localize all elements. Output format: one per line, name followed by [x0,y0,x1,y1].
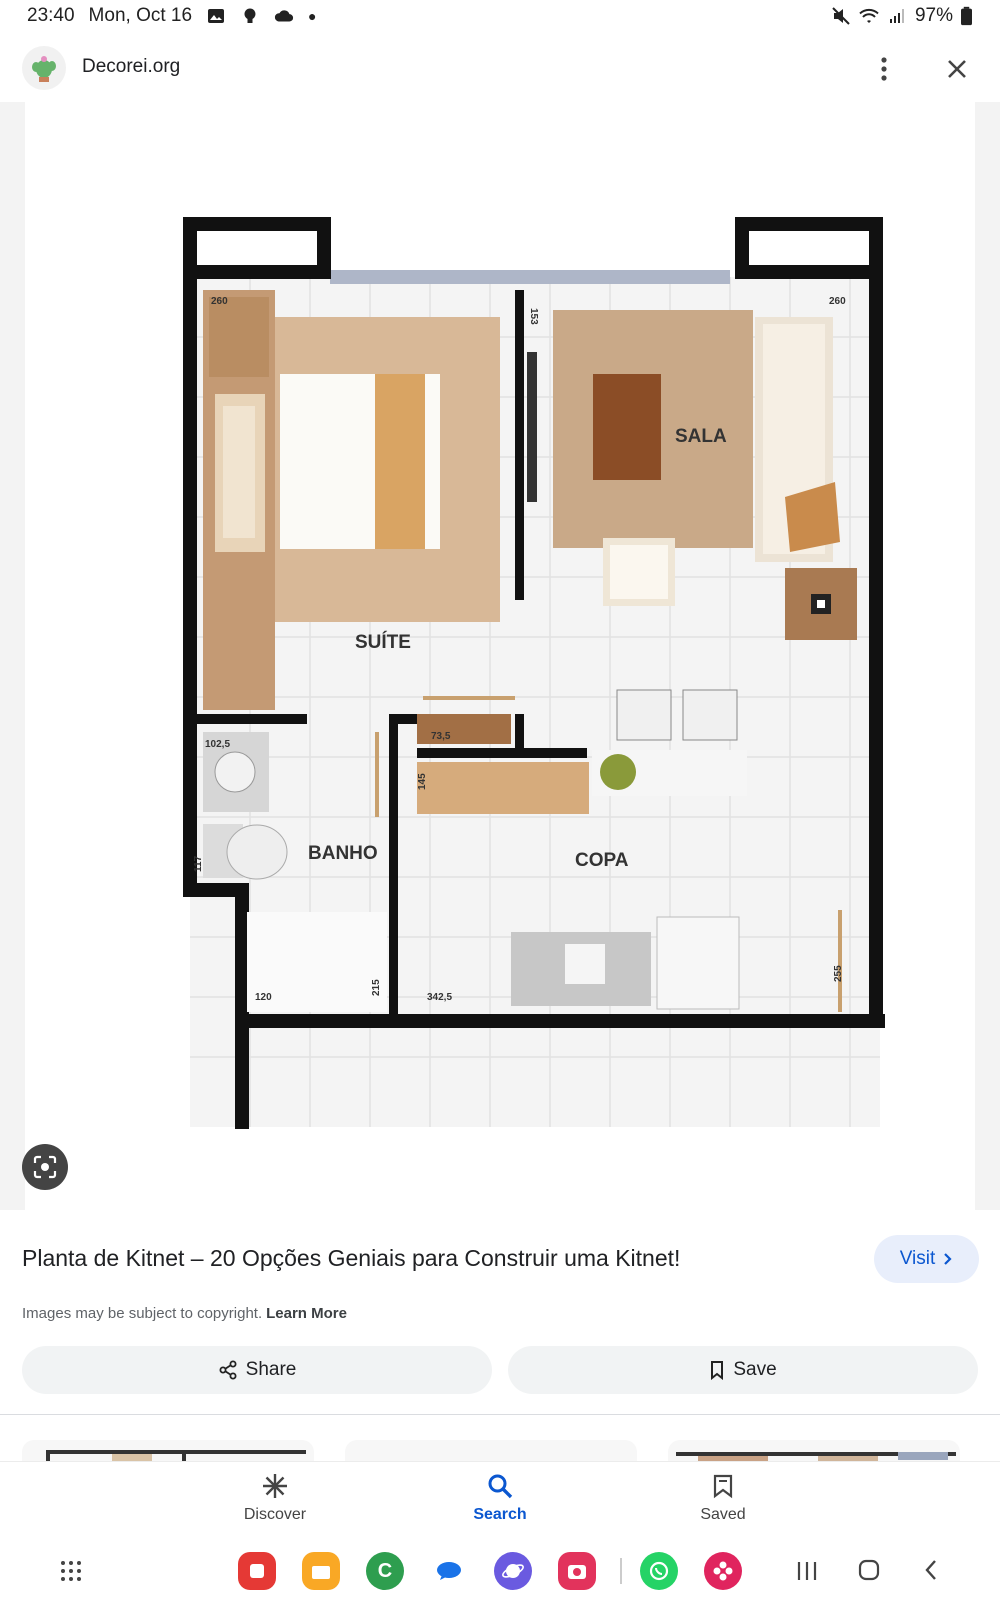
share-label: Share [245,1359,297,1380]
dim-label: 117 [193,855,204,872]
lens-icon [33,1155,57,1179]
result-title[interactable]: Planta de Kitnet – 20 Opções Geniais par… [22,1245,681,1271]
copyright-text: Images may be subject to copyright. [22,1305,263,1322]
thumbnail-image [676,1452,956,1464]
bulb-icon [244,8,256,23]
room-label-banho: BANHO [308,843,378,864]
search-icon [488,1474,513,1499]
dim-label: 215 [371,979,382,996]
floor-plan-image: SUÍTE SALA BANHO COPA 260 260 153 102,5 … [183,217,885,1129]
app-icon-phone[interactable]: C [366,1552,404,1590]
wifi-icon [859,8,879,23]
dim-label: 73,5 [431,731,451,742]
dock-divider [620,1558,622,1584]
nav-search-label: Search [473,1506,527,1523]
thumbnail-image [46,1450,306,1464]
back-icon[interactable] [923,1558,939,1582]
dim-label: 120 [255,992,272,1003]
cactus-logo-icon [32,56,56,82]
nav-discover[interactable]: Discover [215,1472,335,1524]
apps-grid-icon[interactable] [60,1560,82,1582]
dim-label: 255 [833,965,844,982]
system-bar: C [0,1538,1000,1600]
saved-icon [713,1474,733,1499]
save-button[interactable]: Save [508,1346,978,1394]
dim-label: 260 [211,296,228,307]
mute-icon [832,7,850,25]
flower-icon [713,1561,733,1581]
app-icon-camera[interactable] [558,1552,596,1590]
chevron-right-icon [944,1253,952,1265]
learn-more-link[interactable]: Learn More [266,1305,347,1322]
whatsapp-icon [649,1561,669,1581]
thumbnail-image [373,1462,613,1464]
nav-saved-label: Saved [700,1506,746,1523]
signal-icon [889,9,904,23]
visit-label: Visit [899,1248,936,1269]
copyright-notice: Images may be subject to copyright.Learn… [22,1305,347,1322]
dim-label: 342,5 [427,992,452,1003]
app-icon-files[interactable] [302,1552,340,1590]
chat-bubble-icon [437,1562,461,1580]
home-icon[interactable] [857,1558,881,1582]
image-preview-panel: SUÍTE SALA BANHO COPA 260 260 153 102,5 … [0,102,1000,1210]
nav-search[interactable]: Search [440,1472,560,1524]
room-label-suite: SUÍTE [355,631,411,653]
bookmark-icon [711,1361,724,1380]
site-name[interactable]: Decorei.org [82,56,181,77]
related-thumbnail[interactable] [22,1440,314,1464]
related-thumbnail[interactable] [345,1440,637,1464]
dim-label: 102,5 [205,739,230,750]
status-date: Mon, Oct 16 [88,5,193,26]
app-icon-browser[interactable] [494,1552,532,1590]
app-icon-gallery[interactable] [704,1552,742,1590]
visit-button[interactable]: Visit [874,1235,979,1283]
share-button[interactable]: Share [22,1346,492,1394]
related-thumbnail[interactable] [668,1440,960,1464]
section-divider [0,1414,1000,1415]
cloud-icon [274,10,294,22]
app-icon-notes[interactable] [238,1552,276,1590]
bottom-navigation: Discover Search Saved [0,1462,1000,1538]
folder-app-icon [312,1566,330,1579]
dim-label: 145 [417,773,428,790]
discover-icon [263,1474,287,1498]
room-label-copa: COPA [575,850,629,871]
dim-label: 260 [829,296,846,307]
planet-icon [502,1564,524,1578]
recents-icon[interactable] [795,1560,819,1582]
image-preview[interactable]: SUÍTE SALA BANHO COPA 260 260 153 102,5 … [25,102,975,1210]
notes-app-icon [250,1564,264,1578]
status-time: 23:40 [27,5,75,26]
save-label: Save [733,1359,777,1380]
close-icon[interactable] [942,54,972,84]
camera-icon [568,1565,586,1579]
site-header: Decorei.org [0,40,1000,102]
app-icon-whatsapp[interactable] [640,1552,678,1590]
c-glyph-icon: C [377,1559,393,1582]
battery-icon [961,6,972,26]
site-favicon [22,46,66,90]
battery-percent: 97% [914,5,953,26]
nav-saved[interactable]: Saved [663,1472,783,1524]
kebab-icon[interactable] [872,54,896,84]
share-icon [219,1360,237,1380]
related-images [0,1434,1000,1464]
dot-indicator: ● [308,8,317,24]
image-icon [208,9,225,23]
lens-button[interactable] [22,1144,68,1190]
app-icon-messages[interactable] [430,1552,468,1590]
status-bar: 23:40 Mon, Oct 16 ● 97% [0,0,1000,34]
nav-discover-label: Discover [243,1506,307,1523]
room-label-sala: SALA [675,426,727,447]
dim-label: 153 [528,308,539,325]
